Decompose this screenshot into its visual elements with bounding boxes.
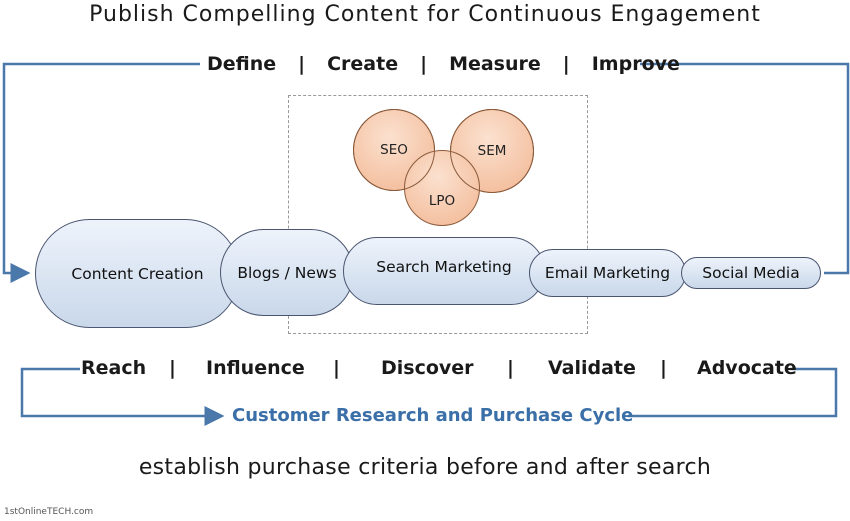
- credit-text: 1stOnlineTECH.com: [4, 507, 94, 517]
- stage-influence: Influence: [206, 357, 305, 379]
- stage-advocate: Advocate: [697, 357, 797, 379]
- stage-validate: Validate: [548, 357, 636, 379]
- phase-create: Create: [327, 53, 399, 75]
- top-left-arrow: [2, 62, 200, 283]
- bubble-seo-outline: [353, 109, 435, 191]
- phase-separator: |: [562, 53, 570, 75]
- channel-content-creation: Content Creation: [35, 219, 240, 328]
- phase-improve: Improve: [591, 53, 680, 75]
- channel-label: Search Marketing: [376, 258, 512, 276]
- channel-label: Content Creation: [71, 264, 204, 283]
- diagram-title: Publish Compelling Content for Continuou…: [89, 2, 761, 27]
- top-right-line: [640, 62, 850, 275]
- stage-separator: |: [507, 357, 514, 379]
- bottom-right-line: [628, 367, 838, 418]
- stage-separator: |: [333, 357, 340, 379]
- channel-label: Social Media: [702, 264, 800, 282]
- stage-discover: Discover: [381, 357, 474, 379]
- phase-row: Define | Create | Measure | Improve: [207, 52, 680, 76]
- phase-separator: |: [420, 53, 428, 75]
- stage-separator: |: [169, 357, 176, 379]
- stage-row: Reach | Influence | Discover | Validate …: [0, 357, 850, 381]
- phase-separator: |: [298, 53, 306, 75]
- stage-reach: Reach: [81, 357, 147, 379]
- bubble-sem-outline: [450, 109, 534, 193]
- phase-define: Define: [207, 53, 277, 75]
- cycle-label: Customer Research and Purchase Cycle: [232, 405, 634, 426]
- channel-blogs-news: Blogs / News: [220, 229, 354, 316]
- channel-search-marketing: Search Marketing: [343, 237, 545, 305]
- bubble-lpo-label: LPO: [428, 193, 456, 209]
- channel-label: Blogs / News: [237, 263, 337, 282]
- channel-email-marketing: Email Marketing: [529, 249, 686, 297]
- footer-caption: establish purchase criteria before and a…: [138, 455, 712, 480]
- search-focus-box: [288, 95, 588, 334]
- channel-social-media: Social Media: [681, 257, 821, 289]
- channel-label: Email Marketing: [544, 264, 671, 282]
- stage-separator: |: [660, 357, 667, 379]
- phase-measure: Measure: [449, 53, 541, 75]
- bottom-left-arrow: [20, 367, 225, 426]
